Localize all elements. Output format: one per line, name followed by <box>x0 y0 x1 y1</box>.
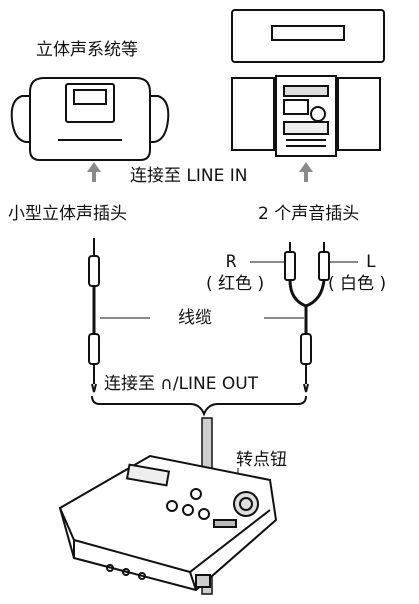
label-two-sound-plugs: 2 个声音插头 <box>258 204 360 224</box>
arrow-right-up <box>299 162 313 182</box>
label-connect-line-in: 连接至 LINE IN <box>130 166 248 186</box>
rca-y-cable <box>284 242 330 393</box>
label-cable: 线缆 <box>178 308 212 328</box>
mini-component-system-illustration <box>231 9 385 157</box>
label-r: R <box>226 252 237 272</box>
label-dial: 转点钮 <box>236 450 287 470</box>
mini-stereo-plug-cable <box>88 238 100 393</box>
label-l: L <box>366 252 377 272</box>
label-mini-stereo-plug: 小型立体声插头 <box>8 204 127 224</box>
stereo-boombox-illustration <box>10 77 170 161</box>
label-red: ( 红色 ) <box>206 274 265 294</box>
arrow-left-up <box>87 162 101 182</box>
label-connect-line-out: 连接至 ∩/LINE OUT <box>104 374 259 394</box>
label-white: ( 白色 ) <box>328 274 387 294</box>
label-stereo-system: 立体声系统等 <box>36 40 138 60</box>
bracket <box>91 395 307 417</box>
md-player-illustration <box>58 454 278 592</box>
